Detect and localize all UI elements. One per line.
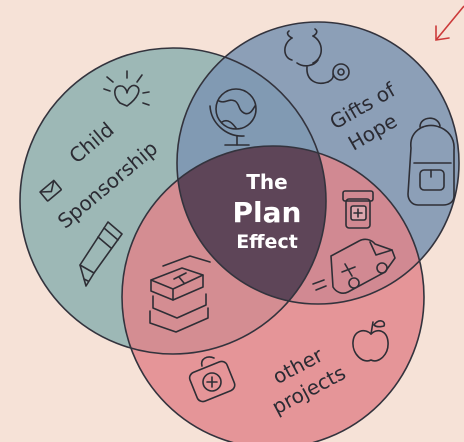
globe-icon [209,88,257,146]
center-title-line1: The [246,170,287,194]
gifts-of-hope-outline [176,21,460,305]
pencil-icon [79,221,123,287]
apple-icon [352,320,389,362]
first-aid-kit-icon [188,356,236,403]
child-sponsorship-outline [19,47,327,355]
books-icon [149,255,211,333]
envelope-icon [39,179,62,202]
ambulance-icon [312,238,396,294]
center-title-line2: Plan [233,196,302,229]
heart-sketch-icon [103,70,150,107]
center-title-line3: Effect [236,231,298,253]
other-projects-outline [121,145,425,442]
backpack-icon [407,117,455,206]
medicine-bottle-icon [342,190,374,229]
stethoscope-icon [284,28,350,84]
arrow-icon [435,5,464,41]
